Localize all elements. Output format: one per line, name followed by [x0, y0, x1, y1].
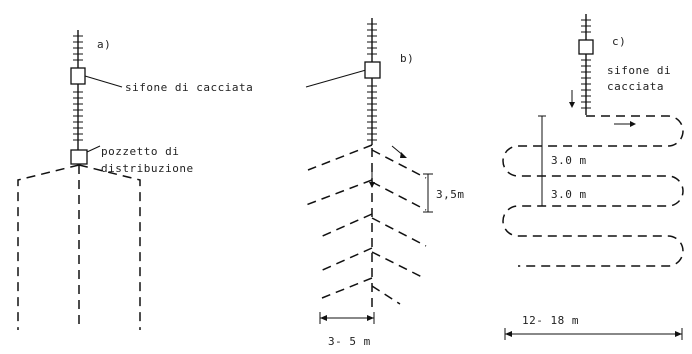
panel-a-label: a): [97, 38, 111, 51]
distribution-chamber-a: [70, 149, 88, 165]
branches-left-b: [305, 144, 373, 299]
leader-siphon-a: [84, 75, 123, 88]
siphon-box-a: [70, 67, 86, 85]
spacing-label-b: 3,5m: [436, 188, 465, 201]
leader-manifold-a: [86, 145, 101, 153]
manifold-label-line2: distribuzione: [101, 162, 194, 175]
width-dimension-c: 12- 18 m: [504, 314, 683, 340]
flow-arrow-head-down-c: [569, 102, 575, 108]
leader-siphon-b: [305, 69, 367, 88]
pitch-label-bg-2: [548, 186, 602, 201]
siphon-label-c-line1: sifone di: [607, 64, 671, 77]
flow-arrow-head-right-b: [400, 152, 407, 158]
width-dimension-b: 3- 5 m: [319, 312, 375, 348]
pipe-hatching-b-top: [367, 23, 377, 55]
width-label-b: 3- 5 m: [328, 335, 371, 348]
manifold-label-line1: pozzetto di: [101, 145, 179, 158]
pipe-hatching-a-mid: [73, 91, 83, 141]
siphon-label-a: sifone di cacciata: [125, 81, 253, 94]
pipe-hatching-a-top: [73, 35, 83, 61]
panel-b: b): [305, 18, 465, 348]
spacing-dimension-b: 3,5m: [423, 173, 465, 213]
siphon-box-c: [578, 39, 594, 55]
branches-right-b: [371, 149, 427, 305]
laterals-a: [17, 164, 141, 330]
lateral-right-a: [78, 164, 141, 330]
width-label-c: 12- 18 m: [522, 314, 579, 327]
pipe-hatching-c-mid: [581, 59, 591, 109]
flow-arrow-head-right-c: [630, 121, 636, 127]
pipe-hatching-b-mid: [367, 85, 377, 141]
pitch-label-1: 3.0 m: [551, 154, 587, 167]
serpentine-trench-c: [502, 115, 684, 267]
pitch-label-bg-1: [548, 152, 602, 167]
panel-b-label: b): [400, 52, 414, 65]
siphon-label-c-line2: cacciata: [607, 80, 664, 93]
lateral-left-a: [17, 164, 80, 330]
panel-c: c) sifone di cacciata: [502, 14, 684, 340]
panel-c-label: c): [612, 35, 626, 48]
pitch-dimensions-c: 3.0 m 3.0 m: [538, 115, 602, 207]
siphon-box-b: [364, 61, 381, 79]
pitch-label-2: 3.0 m: [551, 188, 587, 201]
pipe-hatching-c-top: [581, 19, 591, 33]
siphon-label-shared: sifone di cacciata: [84, 69, 367, 94]
panel-a: a) pozzetto di dist: [17, 30, 194, 330]
